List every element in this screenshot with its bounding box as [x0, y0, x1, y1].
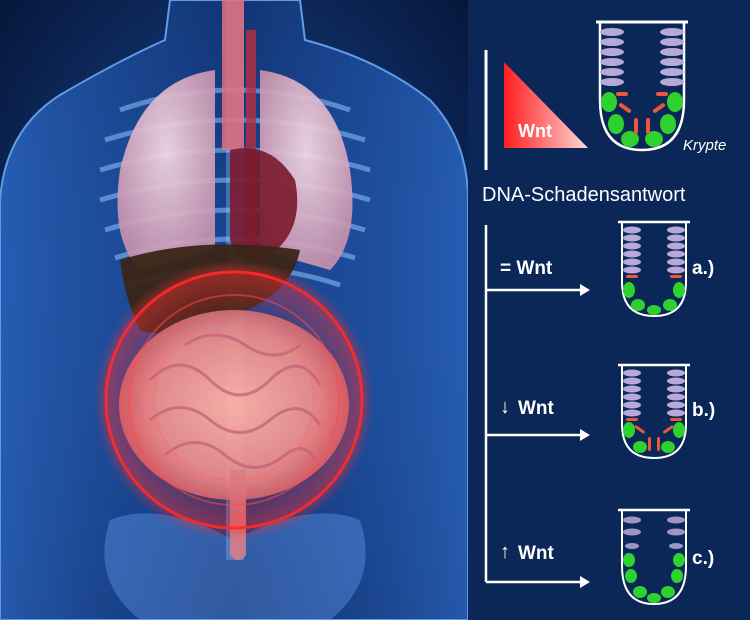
torso-drawing [0, 0, 468, 620]
case-b-label: b.) [692, 400, 716, 421]
condition-a: = Wnt [500, 258, 552, 280]
crypt-label: Krypte [683, 137, 727, 154]
crypt-a [618, 220, 690, 318]
heading-dna-damage-response: DNA-Schadensantwort [482, 184, 686, 206]
wnt-gradient-label: Wnt [518, 121, 552, 141]
arrow-up-icon: ↑ [500, 541, 510, 563]
case-a-label: a.) [692, 258, 715, 279]
equal-symbol: = [500, 258, 512, 279]
crypt-c [618, 508, 690, 606]
case-c-label: c.) [692, 548, 715, 569]
schematic-drawing [484, 20, 690, 606]
schematic-panel [468, 0, 750, 620]
arrow-down-icon: ↓ [500, 396, 510, 418]
anatomy-illustration [0, 0, 468, 620]
condition-a-label: Wnt [516, 258, 553, 279]
condition-b-label: Wnt [518, 398, 554, 419]
condition-c-label: Wnt [518, 543, 554, 564]
crypt-top [596, 20, 688, 152]
crypt-b [618, 363, 690, 460]
